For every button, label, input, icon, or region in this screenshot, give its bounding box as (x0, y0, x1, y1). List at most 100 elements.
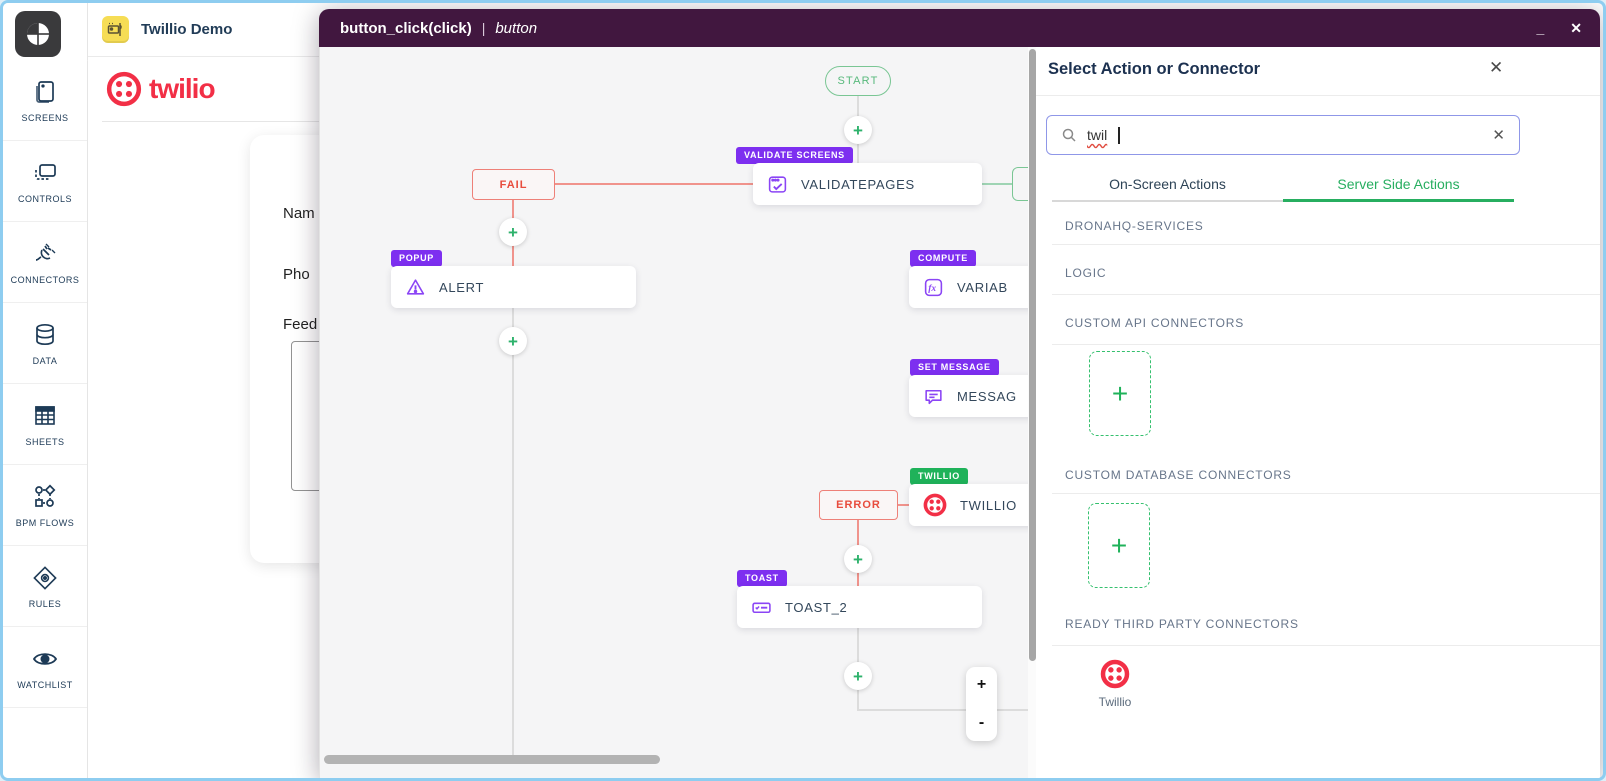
node-badge-popup: POPUP (391, 250, 443, 267)
sidebar-item-controls[interactable]: CONTROLS (3, 141, 87, 222)
connector-line (512, 308, 514, 759)
pass-node-stub[interactable] (1012, 167, 1028, 201)
left-sidebar: SCREENS CONTROLS CONNECTORS DATA SHEETS (3, 3, 88, 778)
sheets-icon (35, 405, 55, 425)
message-icon (925, 389, 942, 404)
sidebar-item-label: DATA (32, 355, 58, 366)
search-icon (1062, 128, 1076, 142)
flow-canvas[interactable]: START + VALIDATE SCREENS VALIDATEPAGES F… (319, 47, 1028, 778)
search-input[interactable]: twil ✕ (1046, 115, 1520, 155)
watchlist-icon (32, 652, 58, 665)
add-step-button[interactable]: + (499, 327, 527, 355)
bpm-flows-icon (35, 484, 56, 507)
app-tab-title: Twillio Demo (141, 21, 233, 38)
add-step-button[interactable]: + (844, 116, 872, 144)
add-api-connector-button[interactable]: + (1089, 351, 1151, 436)
text-caret (1118, 126, 1120, 144)
sidebar-item-connectors[interactable]: CONNECTORS (3, 222, 87, 303)
node-label: ALERT (439, 279, 485, 295)
section-logic[interactable]: LOGIC (1065, 266, 1107, 280)
divider (1052, 493, 1600, 494)
panel-tabs: On-Screen Actions Server Side Actions (1052, 171, 1514, 202)
search-clear-icon[interactable]: ✕ (1492, 127, 1505, 144)
pass-branch-line (982, 183, 1014, 185)
screens-icon (36, 80, 54, 103)
vertical-scrollbar-track (1028, 47, 1036, 778)
node-alert[interactable]: ALERT (391, 266, 636, 308)
sidebar-item-bpm-flows[interactable]: BPM FLOWS (3, 465, 87, 546)
close-icon[interactable]: ✕ (1570, 19, 1582, 36)
horizontal-scrollbar[interactable] (324, 755, 660, 764)
add-database-connector-button[interactable]: + (1088, 503, 1150, 588)
modal-title-separator: | (481, 20, 486, 36)
divider (1052, 344, 1600, 345)
error-branch-line (898, 504, 909, 506)
sidebar-item-watchlist[interactable]: WATCHLIST (3, 627, 87, 708)
app-tab[interactable]: Twillio Demo (88, 3, 319, 57)
minimize-icon[interactable]: _ (1536, 20, 1545, 36)
sidebar-item-label: RULES (28, 598, 62, 609)
node-validatepages[interactable]: VALIDATEPAGES (753, 163, 982, 205)
node-variable[interactable]: fx VARIAB (909, 266, 1028, 308)
sidebar-item-label: CONNECTORS (10, 274, 80, 285)
add-step-button[interactable]: + (844, 662, 872, 690)
fail-branch-line (555, 183, 753, 185)
tab-on-screen-actions[interactable]: On-Screen Actions (1052, 171, 1283, 202)
sidebar-item-label: BPM FLOWS (15, 517, 75, 528)
twilio-node-icon (923, 493, 947, 517)
sidebar-item-data[interactable]: DATA (3, 303, 87, 384)
divider (1052, 294, 1600, 295)
divider (1036, 95, 1600, 96)
validate-screens-icon (768, 175, 787, 193)
start-node[interactable]: START (825, 66, 891, 96)
zoom-in-button[interactable]: + (976, 676, 987, 693)
app-divider (102, 121, 319, 122)
vertical-scrollbar[interactable] (1028, 49, 1036, 661)
toast-icon (752, 602, 771, 613)
controls-icon (35, 163, 56, 180)
node-twillio[interactable]: TWILLIO (909, 484, 1028, 526)
connector-name: Twillio (1098, 695, 1132, 709)
form-label-phone: Pho (283, 266, 310, 283)
app-preview: twilio Nam Pho Feed (88, 57, 319, 778)
sidebar-item-rules[interactable]: RULES (3, 546, 87, 627)
panel-close-icon[interactable]: ✕ (1489, 58, 1504, 77)
add-step-button[interactable]: + (499, 218, 527, 246)
sidebar-item-label: SHEETS (25, 436, 65, 447)
modal-header[interactable]: button_click(click) | button _ ✕ (319, 9, 1600, 47)
fail-node[interactable]: FAIL (472, 169, 555, 200)
node-badge-set-message: SET MESSAGE (910, 359, 999, 376)
form-label-feedback: Feed (283, 316, 318, 333)
divider (1052, 244, 1600, 245)
rules-icon (33, 565, 57, 590)
sidebar-item-label: SCREENS (21, 112, 69, 123)
section-dronahq-services[interactable]: DRONAHQ-SERVICES (1065, 219, 1204, 233)
section-custom-api-connectors[interactable]: CUSTOM API CONNECTORS (1065, 316, 1245, 330)
action-flow-modal: button_click(click) | button _ ✕ START +… (319, 9, 1600, 778)
dronahq-logo-icon (27, 23, 49, 45)
feedback-textarea[interactable] (291, 341, 319, 491)
connector-item-twillio[interactable]: Twillio (1085, 659, 1145, 709)
tab-server-side-actions[interactable]: Server Side Actions (1283, 171, 1514, 202)
micro-app-icon (107, 22, 122, 36)
fx-icon: fx (924, 278, 943, 296)
dronahq-logo[interactable] (15, 11, 61, 57)
node-badge-validate-screens: VALIDATE SCREENS (736, 147, 853, 164)
zoom-out-button[interactable]: - (978, 714, 985, 731)
data-icon (36, 323, 54, 345)
section-ready-third-party-connectors[interactable]: READY THIRD PARTY CONNECTORS (1065, 617, 1299, 631)
error-node[interactable]: ERROR (819, 490, 898, 520)
node-badge-toast: TOAST (737, 570, 787, 587)
section-custom-database-connectors[interactable]: CUSTOM DATABASE CONNECTORS (1065, 468, 1292, 482)
modal-event-name: button (495, 19, 538, 37)
sidebar-item-screens[interactable]: SCREENS (3, 60, 87, 141)
twilio-logo-icon (106, 71, 142, 107)
node-label: VARIAB (957, 279, 1008, 295)
svg-text:fx: fx (928, 284, 936, 294)
sidebar-item-label: WATCHLIST (17, 679, 73, 690)
panel-title: Select Action or Connector (1048, 60, 1261, 78)
add-step-button[interactable]: + (844, 545, 872, 573)
node-message[interactable]: MESSAG (909, 375, 1028, 417)
node-toast2[interactable]: TOAST_2 (737, 586, 982, 628)
sidebar-item-sheets[interactable]: SHEETS (3, 384, 87, 465)
